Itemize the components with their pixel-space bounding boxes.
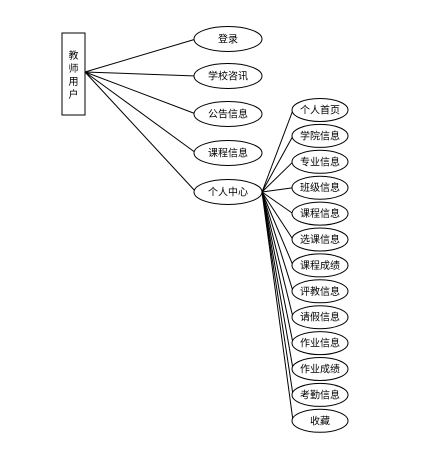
level2-node-10-shape bbox=[291, 357, 349, 381]
level2-node-1-shape bbox=[291, 123, 349, 148]
level2-node-12-label: 收藏 bbox=[310, 414, 330, 427]
level2-node-6-label: 课程成绩 bbox=[300, 259, 340, 272]
level1-node-3-label: 课程信息 bbox=[208, 147, 248, 160]
edge-hub-to-level2-12 bbox=[261, 191, 294, 421]
level2-node-3-label: 班级信息 bbox=[300, 181, 340, 194]
root-node: 教师用户 bbox=[61, 32, 86, 116]
level1-node-0-shape bbox=[193, 26, 263, 52]
edge-hub-to-level2-11 bbox=[261, 191, 294, 395]
level1-node-4-label: 个人中心 bbox=[208, 186, 248, 199]
level2-node-1-label: 学院信息 bbox=[300, 129, 340, 142]
level2-node-9-label: 作业信息 bbox=[300, 337, 340, 350]
edges-layer bbox=[84, 38, 294, 421]
level2-node-4: 课程信息 bbox=[291, 201, 349, 226]
level2-node-0-label: 个人首页 bbox=[300, 104, 340, 117]
level2-node-4-label: 课程信息 bbox=[300, 207, 340, 220]
level2-node-5-label: 选课信息 bbox=[300, 233, 340, 246]
level2-node-2-label: 专业信息 bbox=[300, 155, 340, 168]
edge-hub-to-level2-5 bbox=[261, 191, 294, 240]
level2-node-4-shape bbox=[291, 201, 349, 226]
edge-root-to-level1-4 bbox=[84, 71, 197, 193]
level2-node-3: 班级信息 bbox=[291, 175, 349, 200]
level2-node-0: 个人首页 bbox=[291, 98, 349, 122]
level2-node-12: 收藏 bbox=[291, 408, 349, 433]
level2-node-8: 请假信息 bbox=[291, 305, 349, 330]
level1-node-4: 个人中心 bbox=[193, 179, 263, 205]
level2-node-7-label: 评教信息 bbox=[300, 285, 340, 298]
level1-node-1-label: 学校咨讯 bbox=[208, 70, 248, 83]
edge-root-to-level1-2 bbox=[84, 71, 197, 115]
level1-node-0: 登录 bbox=[193, 26, 263, 52]
edge-root-to-level1-1 bbox=[84, 71, 197, 77]
edge-root-to-level1-0 bbox=[84, 38, 197, 73]
level2-node-11-shape bbox=[291, 382, 349, 407]
level2-node-10: 作业成绩 bbox=[291, 357, 349, 381]
level2-node-0-shape bbox=[291, 98, 349, 122]
level1-node-2-shape bbox=[193, 101, 263, 127]
level2-node-6: 课程成绩 bbox=[291, 253, 349, 278]
edge-root-to-level1-3 bbox=[84, 71, 197, 154]
level1-node-2-label: 公告信息 bbox=[208, 108, 248, 121]
level2-node-9: 作业信息 bbox=[291, 331, 349, 356]
edge-hub-to-level2-10 bbox=[261, 191, 294, 370]
edge-hub-to-level2-0 bbox=[261, 109, 294, 193]
level2-node-11-label: 考勤信息 bbox=[300, 388, 340, 401]
edge-hub-to-level2-2 bbox=[261, 161, 294, 193]
level1-node-2: 公告信息 bbox=[193, 101, 263, 127]
level2-node-9-shape bbox=[291, 331, 349, 356]
edge-hub-to-level2-8 bbox=[261, 191, 294, 318]
edge-hub-to-level2-6 bbox=[261, 191, 294, 266]
root-node-label: 教师用户 bbox=[69, 49, 79, 101]
level2-node-10-label: 作业成绩 bbox=[300, 363, 340, 376]
level1-node-3: 课程信息 bbox=[193, 140, 263, 166]
level2-node-8-shape bbox=[291, 305, 349, 330]
level2-node-2-shape bbox=[291, 149, 349, 174]
edge-hub-to-level2-4 bbox=[261, 191, 294, 215]
level1-node-1-shape bbox=[193, 63, 263, 89]
level2-node-6-shape bbox=[291, 253, 349, 278]
level1-node-4-shape bbox=[193, 179, 263, 205]
level2-node-7-shape bbox=[291, 279, 349, 304]
edge-hub-to-level2-9 bbox=[261, 191, 294, 344]
edge-hub-to-level2-3 bbox=[261, 187, 294, 193]
level2-node-1: 学院信息 bbox=[291, 123, 349, 148]
level2-node-5: 选课信息 bbox=[291, 227, 349, 252]
level2-node-5-shape bbox=[291, 227, 349, 252]
nodes-layer: 教师用户 登录学校咨讯公告信息课程信息个人中心个人首页学院信息专业信息班级信息课… bbox=[61, 26, 349, 433]
edge-hub-to-level2-7 bbox=[261, 191, 294, 292]
level2-node-8-label: 请假信息 bbox=[300, 311, 340, 324]
level2-node-3-shape bbox=[291, 175, 349, 200]
root-node-box bbox=[61, 32, 86, 116]
level2-node-2: 专业信息 bbox=[291, 149, 349, 174]
edge-hub-to-level2-1 bbox=[261, 135, 294, 193]
level1-node-0-label: 登录 bbox=[218, 33, 238, 46]
level1-node-3-shape bbox=[193, 140, 263, 166]
level1-node-1: 学校咨讯 bbox=[193, 63, 263, 89]
level2-node-12-shape bbox=[291, 408, 349, 433]
level2-node-11: 考勤信息 bbox=[291, 382, 349, 407]
level2-node-7: 评教信息 bbox=[291, 279, 349, 304]
